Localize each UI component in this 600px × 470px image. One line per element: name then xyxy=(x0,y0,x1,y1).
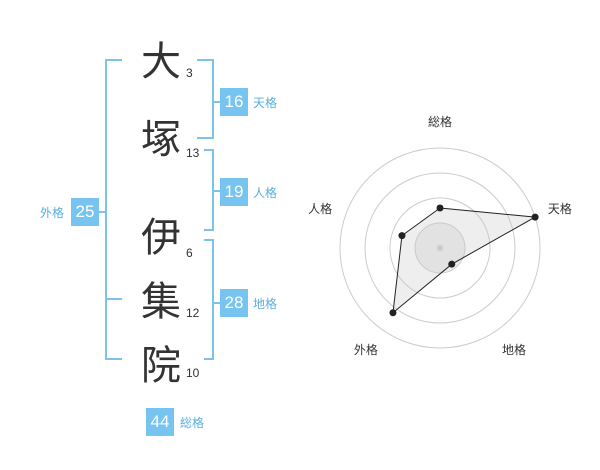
radar-point-2 xyxy=(531,213,539,221)
stroke-count-1: 3 xyxy=(186,66,193,80)
name-char-5: 院 xyxy=(141,343,181,389)
radar-point-5 xyxy=(398,232,406,240)
radar-ring-2 xyxy=(389,197,491,299)
name-char-4: 集 xyxy=(141,279,181,325)
chikaku-value-badge: 28 xyxy=(220,289,248,317)
stroke-count-4: 12 xyxy=(186,306,200,320)
jinkaku-value-badge: 19 xyxy=(220,178,248,206)
radar-ring-3 xyxy=(364,172,516,324)
radar-center-dot xyxy=(437,245,443,251)
stroke-count-3: 6 xyxy=(186,246,193,260)
radar-series-area xyxy=(392,207,537,314)
name-char-2: 塚 xyxy=(141,117,181,163)
radar-point-3 xyxy=(448,260,456,268)
radar-point-4 xyxy=(389,309,397,317)
radar-ring-4 xyxy=(339,147,541,349)
radar-axis-label-4: 外格 xyxy=(354,342,378,357)
radar-axis-label-2: 天格 xyxy=(548,201,572,216)
jinkaku-label: 人格 xyxy=(253,186,278,200)
tenkaku-label: 天格 xyxy=(253,96,278,110)
tenkaku-value-badge: 16 xyxy=(220,88,248,116)
name-char-1: 大 xyxy=(141,39,181,85)
stroke-count-5: 10 xyxy=(186,366,200,380)
radar-axis-label-3: 地格 xyxy=(502,342,526,357)
gaikaku-value-badge: 25 xyxy=(71,198,99,226)
radar-rings xyxy=(339,147,541,349)
radar-axis-label-5: 人格 xyxy=(308,201,332,216)
name-char-3: 伊 xyxy=(141,215,181,261)
radar-axis-label-1: 総格 xyxy=(428,114,452,129)
soukaku-value-badge: 44 xyxy=(146,408,174,436)
soukaku-label: 総格 xyxy=(180,416,205,430)
gaikaku-label: 外格 xyxy=(40,206,65,220)
radar-series-points xyxy=(389,204,539,317)
stroke-count-2: 13 xyxy=(186,146,200,160)
radar-point-1 xyxy=(436,204,444,212)
chikaku-label: 地格 xyxy=(253,297,278,311)
